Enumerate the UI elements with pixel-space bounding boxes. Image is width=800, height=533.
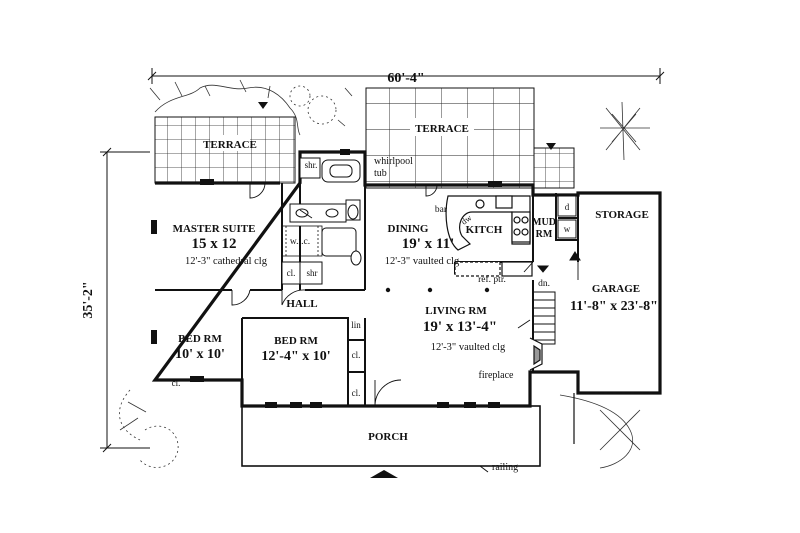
- bed1-size: 10' x 10': [175, 347, 225, 362]
- porch-label: PORCH: [368, 431, 408, 443]
- master-suite-name: MASTER SUITE: [173, 223, 256, 235]
- terrace-left: [154, 102, 296, 184]
- windows: [151, 149, 502, 408]
- bathroom-fixtures: [281, 157, 362, 285]
- wic-shelves: [281, 225, 323, 257]
- hall-closet-label: cl.: [352, 350, 361, 360]
- bar-label: bar: [435, 205, 448, 215]
- garage-size: 11'-8" x 23'-8": [570, 299, 658, 314]
- hall-closet2-label: cl.: [352, 388, 361, 398]
- whirlpool-label: whirlpool: [374, 156, 413, 167]
- shower-top-label: shr.: [305, 160, 318, 170]
- tub-label: tub: [374, 168, 387, 179]
- width-dimension: 60'-4": [387, 71, 424, 86]
- master-closet-label: cl.: [287, 268, 296, 278]
- stairs: [532, 251, 581, 345]
- hall-label: HALL: [286, 298, 317, 310]
- mud-room-label-1: MUD: [532, 217, 556, 228]
- living-name: LIVING RM: [425, 305, 487, 317]
- shower-bottom-label: shr: [307, 268, 318, 278]
- dryer-label: d: [565, 202, 570, 212]
- down-label: dn.: [538, 279, 550, 289]
- wic-label: w.i.c.: [290, 237, 310, 247]
- linen-label: lin: [351, 320, 361, 330]
- ref-ptr-label: ref. ptr.: [478, 274, 506, 285]
- fireplace-shape: [529, 337, 543, 371]
- garage-door: [573, 392, 658, 444]
- garage-name: GARAGE: [592, 283, 640, 295]
- living-note: 12'-3" vaulted clg: [431, 342, 506, 353]
- laundry-appliances: [557, 195, 577, 239]
- bed2-name: BED RM: [274, 335, 318, 347]
- bed1-name: BED RM: [178, 333, 222, 345]
- landscaping: [119, 79, 650, 469]
- porch: [241, 405, 541, 478]
- mud-room-label-2: RM: [536, 229, 553, 240]
- terrace-right-label: TERRACE: [415, 123, 469, 135]
- exterior-walls: [151, 150, 662, 408]
- beam-markers: [385, 287, 490, 293]
- washer-label: w: [564, 224, 571, 234]
- terrace-right: [365, 87, 575, 189]
- bed2-size: 12'-4" x 10': [261, 349, 330, 364]
- railing-label: railing: [492, 462, 518, 473]
- width-dimension-line: [147, 68, 665, 84]
- dining-note: 12'-3" vaulted clg: [385, 256, 460, 267]
- storage-label: STORAGE: [595, 209, 649, 221]
- dining-name: DINING: [388, 223, 429, 235]
- living-size: 19' x 13'-4": [423, 319, 497, 335]
- doors: [231, 182, 579, 407]
- master-suite-size: 15 x 12: [192, 236, 237, 252]
- dining-size: 19' x 11': [402, 236, 455, 252]
- fireplace-label: fireplace: [479, 370, 515, 381]
- terrace-left-label: TERRACE: [203, 139, 257, 151]
- interior-walls: [155, 152, 579, 406]
- depth-dimension: 35'-2": [81, 281, 96, 318]
- master-suite-note: 12'-3" cathedral clg: [185, 256, 268, 267]
- depth-dimension-line: [100, 147, 150, 453]
- kitchen-label: KITCH: [466, 224, 503, 236]
- kitchen-counters: [445, 195, 533, 277]
- bed1-closet-label: cl.: [172, 378, 181, 388]
